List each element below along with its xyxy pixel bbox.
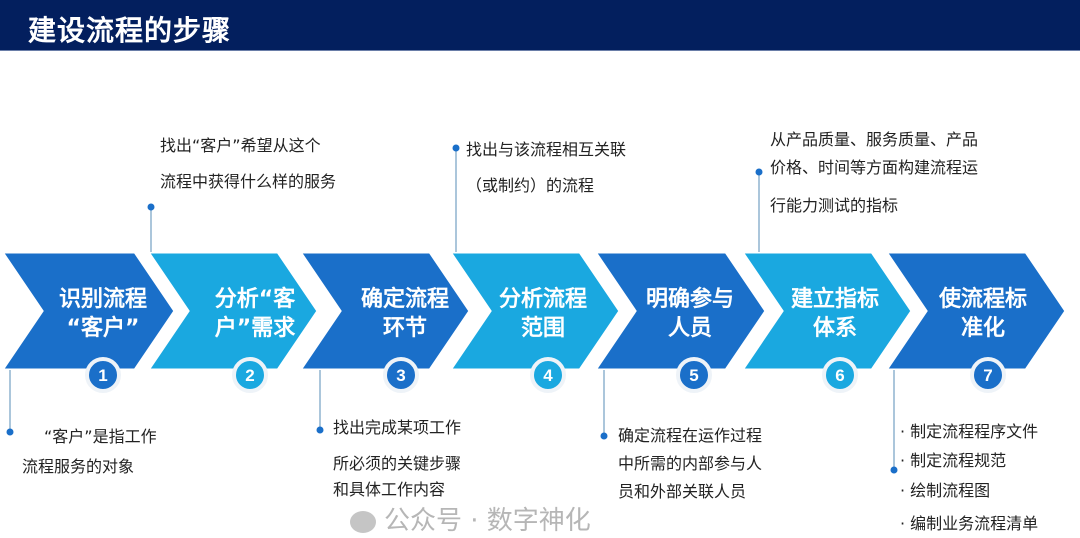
- page-title: 建设流程的步骤: [28, 14, 232, 47]
- step-label-line: 建立指标: [790, 287, 880, 312]
- note-line: 行能力测试的指标: [770, 196, 899, 215]
- step-chevron: [145, 250, 320, 372]
- step-chevron: [447, 250, 622, 372]
- note-line: （或制约）的流程: [466, 176, 595, 195]
- step-label: 明确参与人员: [646, 285, 734, 343]
- step-label: 确定流程环节: [361, 285, 449, 343]
- step-label-line: 体系: [812, 316, 858, 341]
- step-number-badge: [85, 357, 121, 393]
- step-label: 分析流程范围: [499, 285, 587, 343]
- step-label-line: 分析“客: [214, 287, 296, 312]
- step-label-line: 准化: [960, 316, 1006, 341]
- step-label: 分析“客户”需求: [215, 285, 295, 343]
- step-number: 1: [98, 366, 107, 385]
- note-step5: 确定流程在运作过程 中所需的内部参与人 员和外部关联人员: [618, 422, 762, 506]
- connector-dot: [147, 203, 155, 211]
- note-line: 确定流程在运作过程: [618, 426, 763, 445]
- step-chevron: [883, 250, 1068, 372]
- header-bar: 建设流程的步骤: [0, 0, 1080, 51]
- note-step2: 找出“客户”希望从这个 流程中获得什么样的服务: [160, 128, 336, 200]
- note-line: 和具体工作内容: [333, 480, 446, 499]
- watermark: 公众号 · 数字神化: [350, 506, 591, 536]
- step-label-line: 分析流程: [498, 287, 588, 312]
- note-line: · 制定流程规范: [900, 451, 1007, 470]
- step-label-line: “客户”: [66, 316, 140, 341]
- step-chevron: [297, 250, 472, 372]
- connector-dot: [6, 428, 14, 436]
- note-line: 找出与该流程相互关联: [466, 140, 627, 159]
- step-number: 7: [983, 366, 992, 385]
- note-line: 所必须的关键步骤: [333, 454, 462, 473]
- step-label-line: 户”需求: [214, 316, 296, 341]
- note-line: 员和外部关联人员: [618, 482, 747, 501]
- note-step1: “客户”是指工作 流程服务的对象: [22, 422, 157, 482]
- note-step6: 从产品质量、服务质量、产品 价格、时间等方面构建流程运 行能力测试的指标: [770, 130, 978, 216]
- note-line: 找出完成某项工作: [333, 418, 462, 437]
- step-number: 3: [396, 366, 405, 385]
- note-line: · 绘制流程图: [900, 481, 991, 500]
- step-number: 6: [835, 366, 844, 385]
- step-number-badge: [232, 357, 268, 393]
- connector-dot: [316, 426, 324, 434]
- connector-dot: [600, 432, 608, 440]
- note-step3: 找出完成某项工作 所必须的关键步骤 和具体工作内容: [333, 418, 461, 500]
- step-label-line: 识别流程: [58, 287, 148, 312]
- wechat-icon: [350, 510, 376, 533]
- step-label-line: 确定流程: [360, 287, 450, 312]
- step-label: 识别流程 “客户”: [59, 285, 147, 343]
- note-line: 流程服务的对象: [22, 457, 135, 476]
- step-number-badge: [530, 357, 566, 393]
- step-chevron: [739, 250, 914, 372]
- step-chevron: [592, 250, 768, 372]
- step-label-line: 范围: [520, 316, 566, 341]
- note-step7: · 制定流程程序文件 · 制定流程规范 · 绘制流程图 · 编制业务流程清单: [900, 422, 1038, 534]
- note-line: 从产品质量、服务质量、产品: [770, 130, 979, 149]
- step-label: 建立指标体系: [791, 285, 879, 343]
- note-line: “客户”是指工作: [44, 427, 157, 446]
- connector-dot: [755, 168, 763, 176]
- note-line: · 编制业务流程清单: [900, 514, 1039, 533]
- step-number: 2: [245, 366, 254, 385]
- step-number: 5: [689, 366, 698, 385]
- connector-dot: [452, 144, 460, 152]
- connector-dot: [890, 466, 898, 474]
- note-line: 价格、时间等方面构建流程运: [770, 158, 979, 177]
- step-chevron: [0, 250, 177, 372]
- step-label-line: 人员: [667, 316, 713, 341]
- note-line: 找出“客户”希望从这个: [160, 136, 321, 155]
- step-number-badge: [383, 357, 419, 393]
- step-label-line: 使流程标: [938, 287, 1028, 312]
- step-label-line: 环节: [382, 316, 428, 341]
- step-number-badge: [676, 357, 712, 393]
- watermark-text: 公众号 · 数字神化: [384, 506, 591, 536]
- note-line: 中所需的内部参与人: [618, 454, 763, 473]
- note-line: · 制定流程程序文件: [900, 422, 1039, 441]
- step-label: 使流程标准化: [939, 285, 1027, 343]
- step-number-badge: [970, 357, 1006, 393]
- note-line: 流程中获得什么样的服务: [160, 172, 337, 191]
- step-number-badge: [822, 357, 858, 393]
- step-number: 4: [543, 366, 553, 385]
- note-step4: 找出与该流程相互关联 （或制约）的流程: [466, 132, 626, 204]
- step-label-line: 明确参与: [645, 287, 735, 312]
